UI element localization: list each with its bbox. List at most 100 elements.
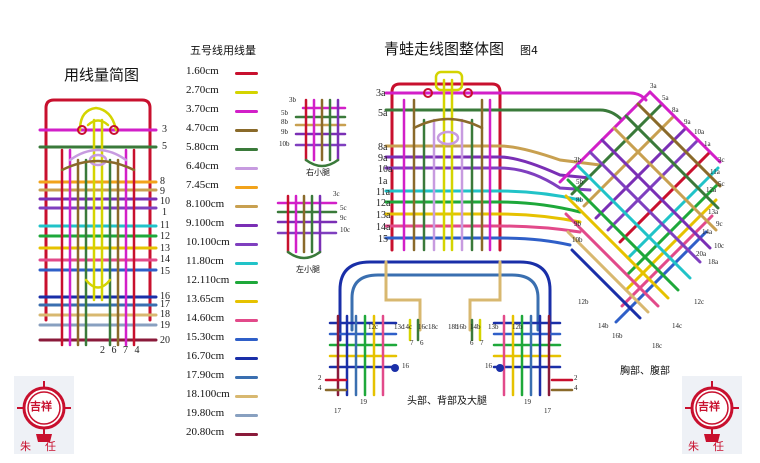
main-diag-label: 16b <box>612 332 623 340</box>
legend-row: 4.70cm <box>186 121 266 139</box>
legend-swatch <box>235 376 258 379</box>
legend-text: 17.90cm <box>186 369 225 381</box>
main-right-label: 3c <box>718 156 725 164</box>
left-number-label: 5 <box>162 141 167 152</box>
main-title: 青蛙走线图整体图 <box>384 40 505 58</box>
legend-swatch <box>235 167 258 170</box>
main-diag-label: 12c <box>694 298 705 306</box>
legend-swatch <box>235 262 258 265</box>
legend-row: 5.80cm <box>186 140 266 158</box>
left-number-label: 10 <box>160 196 170 207</box>
bottom-label: 14b <box>470 323 481 331</box>
bottom-label: 16 <box>402 362 409 370</box>
bottom-label: 7 <box>410 339 414 347</box>
head-back-thigh-caption: 头部、背部及大腿 <box>407 396 487 407</box>
left-number-label: 9 <box>160 186 165 197</box>
bottom-label: 16c <box>418 323 429 331</box>
right-leg-caption: 右小腿 <box>306 168 330 177</box>
legend-swatch <box>235 148 258 151</box>
chest-diamond-grid <box>558 90 722 324</box>
main-right-label: 1a <box>704 140 711 148</box>
legend-swatch <box>235 357 258 360</box>
main-title-suffix: 图4 <box>520 44 538 57</box>
left-number-label: 17 <box>160 299 170 310</box>
left-usage-diagram <box>38 98 158 347</box>
legend-text: 9.100cm <box>186 217 225 229</box>
bottom-label: 17 <box>334 407 341 415</box>
legend-text: 7.45cm <box>186 179 219 191</box>
stamp-right-glyph: 吉祥 <box>698 400 720 413</box>
legend-row: 11.80cm <box>186 254 266 272</box>
legend-text: 2.70cm <box>186 84 219 96</box>
left-number-label: 8 <box>160 176 165 187</box>
main-left-label: 9a <box>378 153 388 164</box>
legend-row: 10.100cm <box>186 235 266 253</box>
bottom-label: 16 <box>485 362 492 370</box>
bottom-label: 18b <box>448 323 459 331</box>
legend-row: 6.40cm <box>186 159 266 177</box>
left-number-label: 1 <box>162 207 167 218</box>
legend-row: 19.80cm <box>186 406 266 424</box>
bottom-label: 4 <box>574 384 578 392</box>
bottom-label: 2 <box>318 374 322 382</box>
legend-row: 9.100cm <box>186 216 266 234</box>
main-diag-label: 10b <box>572 236 583 244</box>
legend-text: 18.100cm <box>186 388 230 400</box>
left-leg-diagram <box>276 194 338 260</box>
legend-swatch <box>235 319 258 322</box>
legend-swatch <box>235 110 258 113</box>
left-number-label: 19 <box>160 320 170 331</box>
main-left-label: 8a <box>378 142 388 153</box>
legend-swatch <box>235 300 258 303</box>
bottom-label: 13b <box>488 323 499 331</box>
main-diag-label: 14c <box>672 322 683 330</box>
lucky-stamp-right: 吉祥 朱任 <box>682 376 742 454</box>
bottom-label: 2 <box>574 374 578 382</box>
main-right-label: 5a <box>662 94 669 102</box>
bottom-label: 13c <box>394 323 405 331</box>
legend-text: 13.65cm <box>186 293 225 305</box>
left-number-label: 11 <box>160 220 170 231</box>
legend-text: 1.60cm <box>186 65 219 77</box>
right-leg-label: 5b <box>281 109 288 117</box>
legend-title: 五号线用线量 <box>190 44 256 57</box>
legend-row: 12.110cm <box>186 273 266 291</box>
legend-text: 12.110cm <box>186 274 230 286</box>
main-body-diagram <box>324 70 648 397</box>
legend-row: 18.100cm <box>186 387 266 405</box>
main-left-label: 3a <box>376 88 386 99</box>
legend-swatch <box>235 243 258 246</box>
bottom-label: 7 <box>480 339 484 347</box>
main-left-label: 13a <box>376 210 391 221</box>
legend-text: 16.70cm <box>186 350 225 362</box>
left-number-label: 12 <box>160 231 170 242</box>
main-left-label: 11a <box>376 187 391 198</box>
legend-text: 11.80cm <box>186 255 224 267</box>
bottom-label: 18c <box>428 323 439 331</box>
left-number-label: 3 <box>162 124 167 135</box>
bottom-label: 17 <box>544 407 551 415</box>
legend-text: 5.80cm <box>186 141 219 153</box>
legend-swatch <box>235 338 258 341</box>
legend-text: 19.80cm <box>186 407 225 419</box>
main-diag-label: 18c <box>652 342 663 350</box>
legend-text: 15.30cm <box>186 331 225 343</box>
left-number-label: 15 <box>160 266 170 277</box>
right-leg-label: 9b <box>281 128 288 136</box>
main-diag-label: 12b <box>578 298 589 306</box>
legend-swatch <box>235 205 258 208</box>
legend-swatch <box>235 224 258 227</box>
right-leg-label: 10b <box>279 140 290 148</box>
left-leg-label: 9c <box>340 214 347 222</box>
left-number-label: 13 <box>160 243 170 254</box>
bottom-label: 6 <box>470 339 474 347</box>
legend-row: 8.100cm <box>186 197 266 215</box>
stamp-left-glyph: 吉祥 <box>30 400 52 413</box>
main-right-label: 18a <box>708 258 719 266</box>
left-number-label: 20 <box>160 335 170 346</box>
main-right-label: 3a <box>650 82 657 90</box>
legend-swatch <box>235 186 258 189</box>
bottom-label: 19 <box>524 398 531 406</box>
stamp-left-sub: 朱任 <box>20 440 70 453</box>
main-right-label: 10c <box>714 242 725 250</box>
